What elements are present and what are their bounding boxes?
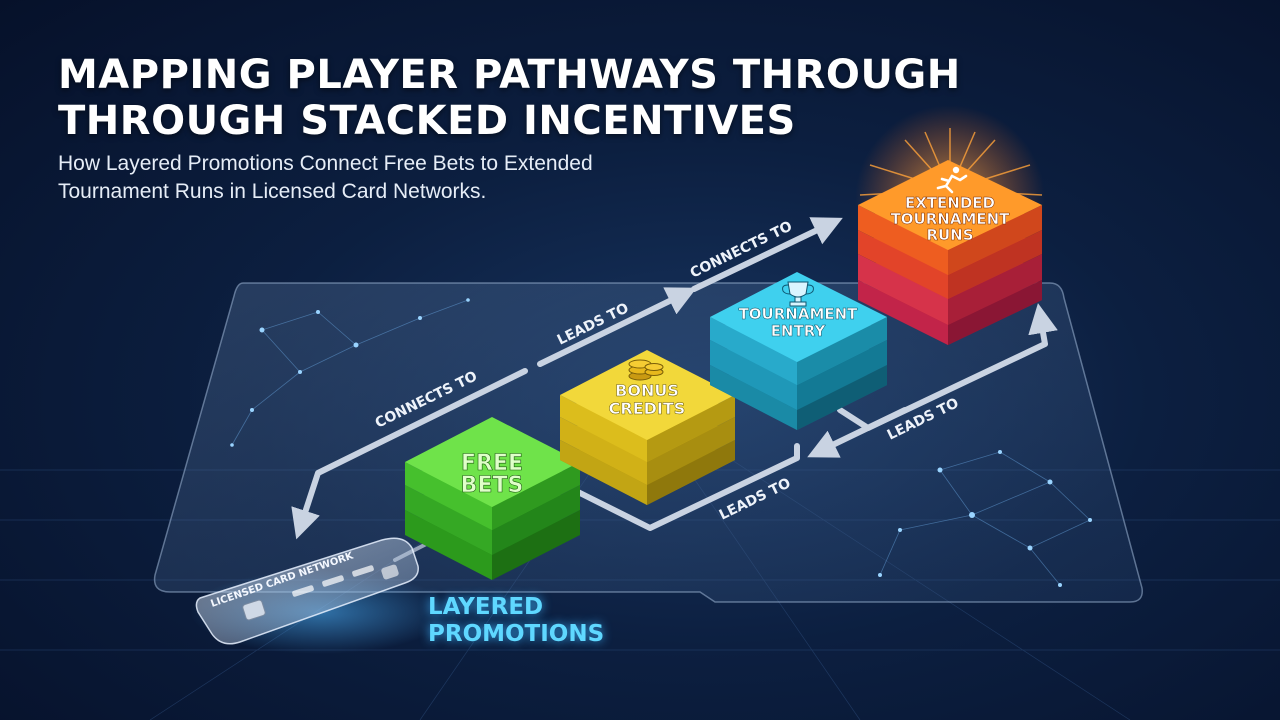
connector-connects-leads bbox=[537, 287, 697, 367]
extended-runs-label-2: TOURNAMENT bbox=[891, 210, 1011, 228]
caption-line-2: PROMOTIONS bbox=[428, 621, 605, 647]
free-bets-top bbox=[405, 417, 580, 507]
bonus-credits-top bbox=[560, 350, 735, 440]
caption-line-1: LAYERED bbox=[428, 594, 544, 620]
trophy-icon bbox=[782, 281, 814, 307]
free-bets-label-1: FREE bbox=[461, 451, 523, 476]
connector-paths bbox=[291, 217, 1058, 562]
bonus-credits-label-2: CREDITS bbox=[609, 399, 686, 418]
connector-return-tournament bbox=[837, 303, 1058, 431]
extended-runs-top bbox=[858, 160, 1042, 250]
connector-to-extended bbox=[691, 217, 843, 292]
connector-card-to-leads bbox=[291, 368, 528, 540]
stack-extended-runs: EXTENDED TOURNAMENT RUNS bbox=[858, 160, 1042, 345]
page-subtitle-line-2: Tournament Runs in Licensed Card Network… bbox=[58, 180, 487, 203]
layered-promotions-caption: LAYERED PROMOTIONS bbox=[428, 594, 604, 648]
page-title-line-2: THROUGH STACKED INCENTIVES bbox=[58, 98, 796, 144]
bonus-credits-label-1: BONUS bbox=[615, 381, 679, 400]
stack-free-bets: FREE BETS bbox=[405, 417, 580, 580]
page-title: MAPPING PLAYER PATHWAYS THROUGH THROUGH … bbox=[58, 52, 961, 144]
network-nodes bbox=[230, 298, 1092, 587]
page-subtitle: How Layered Promotions Connect Free Bets… bbox=[58, 150, 593, 206]
tournament-entry-label-1: TOURNAMENT bbox=[739, 305, 859, 323]
connector-bottom-loop bbox=[575, 443, 800, 531]
extended-runs-label-1: EXTENDED bbox=[905, 194, 995, 212]
connector-into-bonus bbox=[807, 407, 908, 458]
page-subtitle-line-1: How Layered Promotions Connect Free Bets… bbox=[58, 152, 593, 175]
free-bets-label-2: BETS bbox=[461, 473, 524, 498]
page-title-line-1: MAPPING PLAYER PATHWAYS THROUGH bbox=[58, 52, 961, 98]
extended-runs-label-3: RUNS bbox=[926, 226, 973, 244]
coins-icon bbox=[628, 359, 664, 381]
tournament-entry-label-2: ENTRY bbox=[771, 322, 827, 340]
stack-tournament-entry: TOURNAMENT ENTRY bbox=[710, 272, 887, 430]
stack-bonus-credits: BONUS CREDITS bbox=[560, 350, 735, 505]
runner-icon bbox=[936, 166, 968, 194]
tournament-entry-top bbox=[710, 272, 887, 362]
